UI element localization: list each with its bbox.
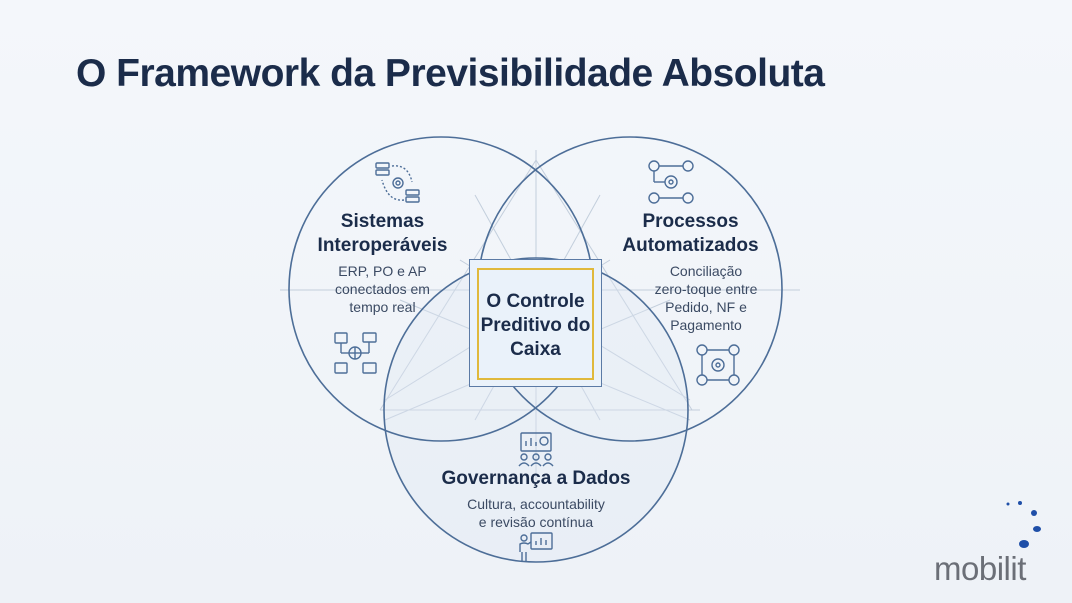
presenter-chart-icon <box>519 532 553 562</box>
sistemas-heading-line2: Interoperáveis <box>317 235 448 256</box>
center-box <box>469 259 602 387</box>
team-dashboard-icon <box>518 432 554 467</box>
sistemas-desc-line1: ERP, PO e AP <box>338 263 427 279</box>
governanca-heading: Governança a Dados <box>441 468 631 489</box>
process-cycle-icon <box>696 344 740 386</box>
processos-heading-line2: Automatizados <box>622 235 759 256</box>
center-label: O Controle Preditivo do Caixa <box>480 291 591 360</box>
processos-heading-line1: Processos <box>642 211 739 232</box>
slide-title: O Framework da Previsibilidade Absoluta <box>76 52 825 95</box>
database-sync-icon <box>375 162 420 203</box>
governanca-desc-line1: Cultura, accountability <box>467 496 605 512</box>
sistemas-heading-line1: Sistemas <box>340 211 425 232</box>
processos-desc-line3: Pedido, NF e <box>665 299 747 315</box>
center-box-gold-frame <box>477 268 594 380</box>
sistemas-desc-line3: tempo real <box>349 299 416 315</box>
sistemas-desc-line2: conectados em <box>335 281 430 297</box>
workflow-gear-icon <box>648 160 694 204</box>
processos-desc-line1: Conciliação <box>669 263 743 279</box>
processos-desc-line4: Pagamento <box>670 317 742 333</box>
mobilit-logo: mobilit <box>934 550 1026 587</box>
processos-desc-line2: zero-toque entre <box>654 281 758 297</box>
governanca-desc-line2: e revisão contínua <box>478 514 594 530</box>
network-servers-icon <box>334 332 377 374</box>
mobilit-logo-dots <box>1006 501 1041 548</box>
circle-governanca <box>383 257 689 563</box>
